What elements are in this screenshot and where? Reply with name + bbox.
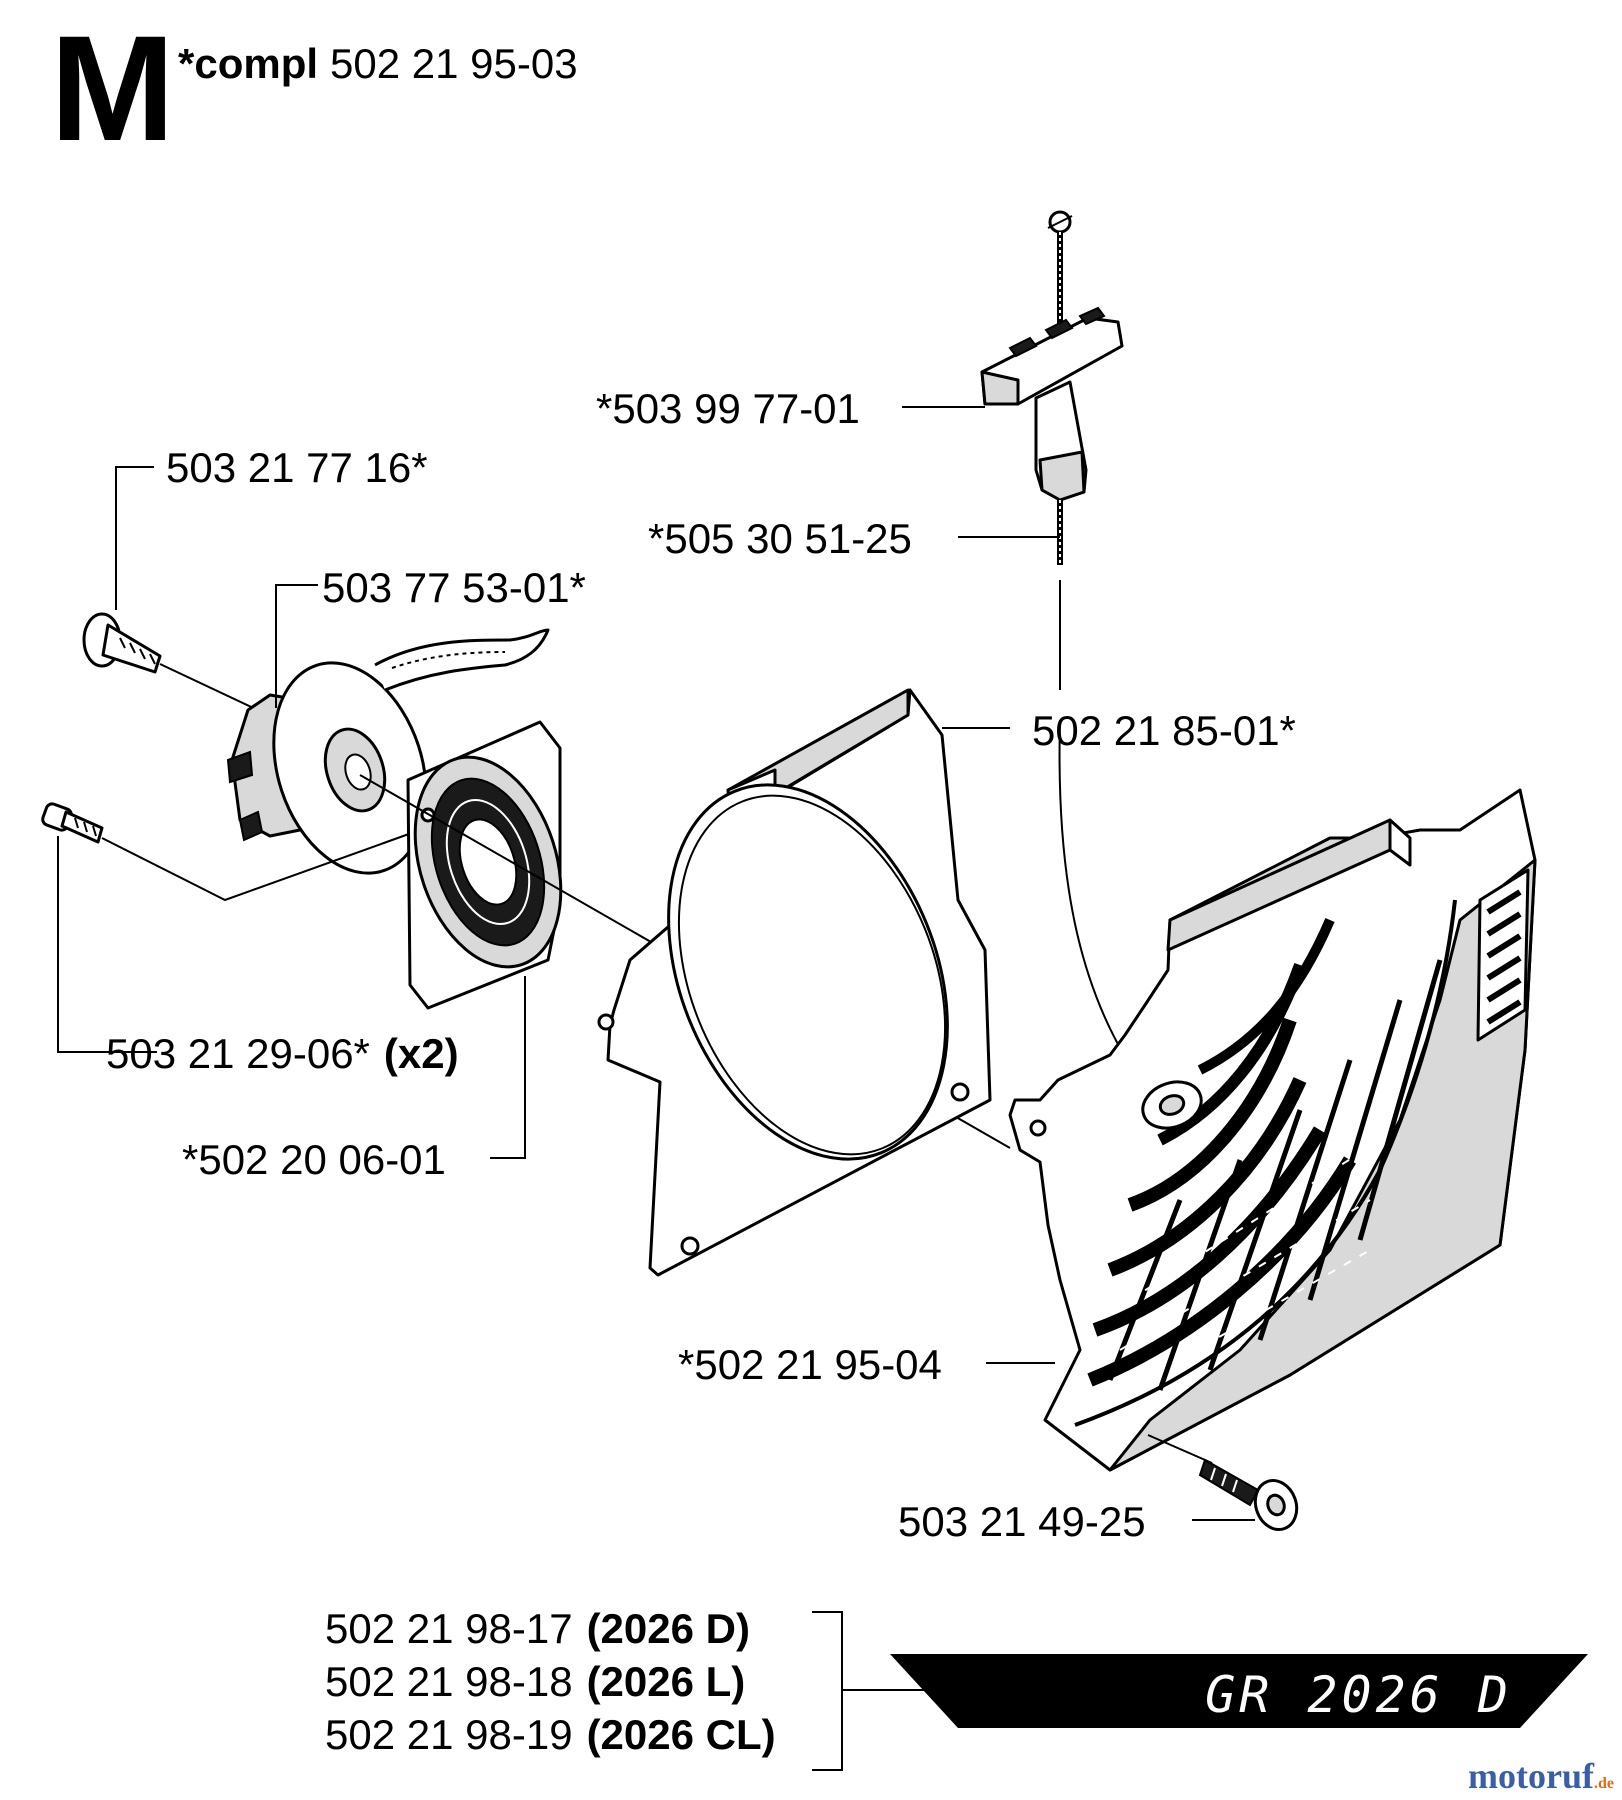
leader-lines: [57, 406, 1255, 1521]
label-pulley: 503 77 53-01*: [322, 564, 586, 611]
screw-bottom: [1147, 1434, 1299, 1531]
model-name: (2026 D): [587, 1605, 750, 1652]
label-handle: *503 99 77-01: [596, 385, 860, 432]
spring-housing: [406, 720, 563, 1010]
label-plate: 502 21 85-01*: [1032, 707, 1296, 754]
starter-cover: [1008, 788, 1537, 1472]
label-screw-bottom: 503 21 49-25: [898, 1498, 1146, 1545]
label-screw-top-left: 503 21 77 16*: [166, 444, 428, 491]
model-banner: GR 2026 D: [890, 1654, 1588, 1728]
label-screw-left-qty: (x2): [384, 1030, 459, 1077]
label-screw-left-number: 503 21 29-06*: [106, 1030, 370, 1077]
sheet-letter: M: [50, 4, 175, 172]
compl-prefix: *compl: [178, 40, 318, 87]
model-number: 502 21 98-19: [325, 1711, 573, 1758]
model-name: (2026 CL): [587, 1711, 776, 1758]
banner-text: GR 2026 D: [1205, 1666, 1512, 1724]
model-number: 502 21 98-18: [325, 1658, 573, 1705]
starter-handle: [980, 210, 1124, 565]
watermark-name: motoruf: [1468, 1756, 1595, 1796]
compl-heading: *compl 502 21 95-03: [178, 40, 578, 87]
label-screw-left: 503 21 29-06* (x2): [106, 1030, 459, 1077]
watermark: motoruf.de: [1468, 1756, 1614, 1796]
watermark-tld: .de: [1594, 1775, 1614, 1792]
model-row: 502 21 98-18 (2026 L): [325, 1658, 745, 1705]
model-row: 502 21 98-19 (2026 CL): [325, 1711, 776, 1758]
label-cover: *502 21 95-04: [678, 1341, 942, 1388]
screw-top-left: [82, 612, 301, 731]
pulley: [226, 628, 550, 875]
compl-number: 502 21 95-03: [330, 40, 578, 87]
watermark-logo: motoruf.de: [1468, 1756, 1614, 1796]
label-spring: *502 20 06-01: [182, 1136, 446, 1183]
screw-left: [41, 802, 421, 902]
model-list: 502 21 98-17 (2026 D) 502 21 98-18 (2026 L…: [325, 1605, 935, 1771]
model-name: (2026 L): [587, 1658, 746, 1705]
model-number: 502 21 98-17: [325, 1605, 573, 1652]
model-row: 502 21 98-17 (2026 D): [325, 1605, 750, 1652]
label-rope: *505 30 51-25: [648, 515, 912, 562]
starter-plate: [597, 688, 992, 1277]
